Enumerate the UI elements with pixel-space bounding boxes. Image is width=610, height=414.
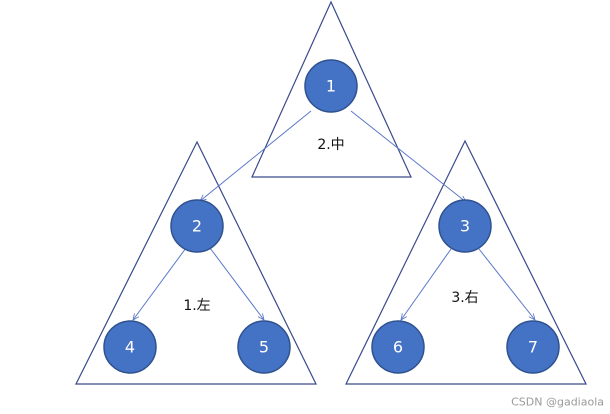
left-subtree-triangle: [75, 140, 317, 385]
tree-node-6-label: 6: [393, 338, 403, 357]
tree-node-3: 3: [438, 199, 492, 253]
edge-3-to-6: [401, 248, 452, 320]
label-right: 3.右: [451, 290, 478, 306]
edge-2-to-5: [209, 247, 264, 320]
tree-node-6: 6: [371, 320, 425, 374]
label-middle: 2.中: [317, 137, 344, 153]
label-left: 1.左: [183, 298, 210, 314]
tree-node-1-label: 1: [326, 77, 336, 96]
tree-node-7-label: 7: [528, 338, 538, 357]
tree-node-4-label: 4: [125, 338, 135, 357]
edge-2-to-4: [133, 247, 187, 320]
edge-3-to-7: [478, 248, 535, 320]
root-subtree-triangle: [251, 0, 412, 178]
tree-node-1: 1: [304, 59, 358, 113]
edge-1-to-2: [200, 110, 312, 201]
tree-node-3-label: 3: [460, 217, 470, 236]
tree-node-5: 5: [237, 320, 291, 374]
tree-node-4: 4: [103, 320, 157, 374]
tree-node-5-label: 5: [259, 338, 269, 357]
edge-1-to-3: [350, 110, 466, 202]
right-subtree-triangle: [345, 139, 587, 385]
tree-node-7: 7: [506, 320, 560, 374]
tree-node-2-label: 2: [192, 217, 202, 236]
tree-node-2: 2: [170, 199, 224, 253]
watermark: CSDN @gadiaola: [511, 396, 604, 409]
